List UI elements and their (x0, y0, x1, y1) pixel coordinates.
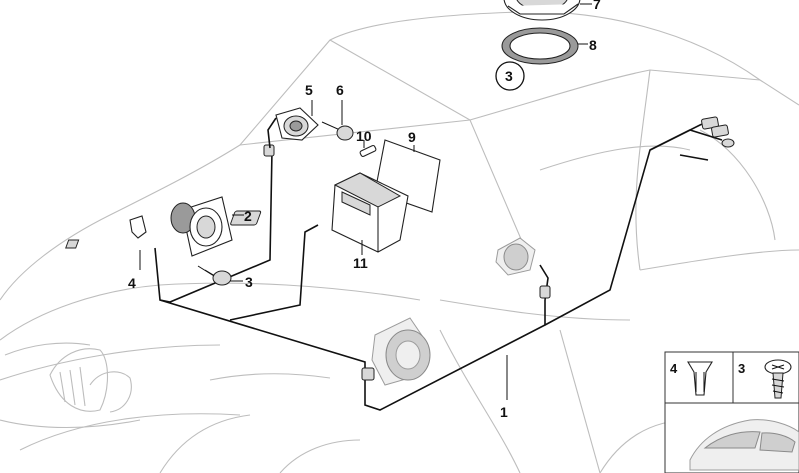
callout-2: 2 (244, 208, 252, 224)
amplifier-part-11 (331, 172, 409, 253)
svg-text:3: 3 (505, 68, 513, 84)
connector-door (361, 367, 375, 381)
callout-4: 4 (128, 275, 136, 291)
callout-11: 11 (353, 255, 368, 271)
callout-10: 10 (356, 128, 372, 144)
screw-part-3 (197, 265, 232, 286)
harness-connectors (230, 116, 735, 381)
legend-label-3: 3 (738, 361, 745, 376)
callout-5: 5 (305, 82, 313, 98)
callout-9: 9 (408, 129, 416, 145)
legend-screw-icon (764, 359, 792, 399)
ghost-door-speaker-front (371, 317, 431, 386)
connector-rear (539, 285, 551, 299)
rear-speaker-part-7 (503, 0, 581, 21)
clip-part-4 (65, 215, 147, 249)
speaker-ring-part-8 (501, 27, 579, 65)
legend-label-4: 4 (670, 361, 678, 376)
callout-6: 6 (336, 82, 344, 98)
connector-tail-c (721, 138, 735, 148)
leader-lines (139, 3, 592, 400)
legend-box: 4 3 (664, 351, 799, 473)
car-front-grille (0, 342, 141, 429)
callout-7: 7 (593, 0, 601, 12)
callout-3-circled: 3 (495, 61, 525, 91)
ghost-door-speaker-rear (495, 237, 536, 276)
connector-tail-b (711, 124, 729, 138)
callout-8: 8 (589, 37, 597, 53)
callout-1: 1 (500, 404, 508, 420)
clip-part-10 (359, 145, 377, 157)
tweeter-part-5 (267, 107, 319, 149)
callout-3-screw: 3 (245, 274, 253, 290)
legend-clip-icon (687, 361, 713, 396)
connector-tail-a (701, 116, 719, 130)
screw-part-6 (321, 121, 354, 141)
connector-top (263, 144, 275, 157)
speaker-part-2 (170, 196, 233, 257)
